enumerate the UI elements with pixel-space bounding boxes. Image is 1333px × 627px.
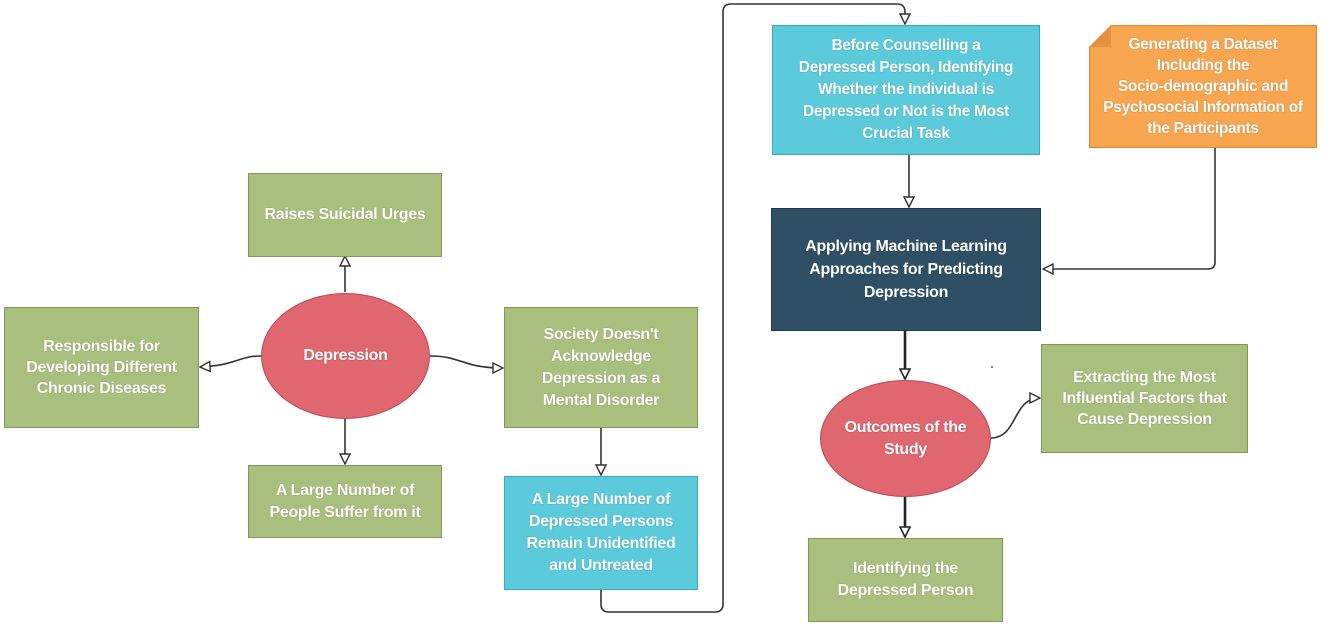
node-label: Applying Machine Learning Approaches for…: [805, 238, 1007, 301]
node-remain-unidentified: A Large Number of Depressed Persons Rema…: [504, 476, 698, 590]
node-generating-dataset: Generating a Dataset Including the Socio…: [1089, 25, 1317, 148]
node-outcomes-of-the-study: Outcomes of the Study: [820, 380, 991, 497]
node-raises-suicidal-urges: Raises Suicidal Urges: [248, 173, 442, 257]
node-chronic-diseases: Responsible for Developing Different Chr…: [4, 307, 199, 428]
node-label: Society Doesn't Acknowledge Depression a…: [541, 325, 661, 409]
node-label: Raises Suicidal Urges: [264, 206, 426, 223]
node-depression: Depression: [261, 293, 430, 419]
connector-unidentified-to-before-counselling: [600, 3, 905, 613]
node-society-doesnt-acknowledge: Society Doesn't Acknowledge Depression a…: [504, 307, 698, 428]
node-label: A Large Number of Depressed Persons Rema…: [526, 491, 676, 574]
node-label: Before Counselling a Depressed Person, I…: [798, 37, 1014, 142]
connector-outcomes-to-factors: [990, 398, 1040, 439]
connector-depression-to-society: [429, 355, 503, 368]
connector-dataset-to-ml: [1043, 148, 1216, 269]
node-label: A Large Number of People Suffer from it: [269, 481, 421, 521]
node-extracting-influential-factors: Extracting the Most Influential Factors …: [1041, 344, 1248, 453]
node-large-number-suffer: A Large Number of People Suffer from it: [248, 465, 442, 538]
connector-depression-to-chronic: [200, 355, 262, 367]
node-label: Extracting the Most Influential Factors …: [1062, 369, 1227, 428]
node-label: Responsible for Developing Different Chr…: [26, 338, 177, 397]
node-label: Identifying the Depressed Person: [837, 560, 974, 599]
node-label: Depression: [303, 347, 388, 364]
stray-dot-mark: [991, 366, 993, 368]
node-identifying-depressed-person: Identifying the Depressed Person: [808, 538, 1003, 622]
node-label: Generating a Dataset Including the Socio…: [1103, 36, 1303, 137]
node-before-counselling: Before Counselling a Depressed Person, I…: [772, 25, 1040, 155]
node-applying-machine-learning: Applying Machine Learning Approaches for…: [771, 208, 1041, 331]
node-label: Outcomes of the Study: [844, 418, 967, 458]
